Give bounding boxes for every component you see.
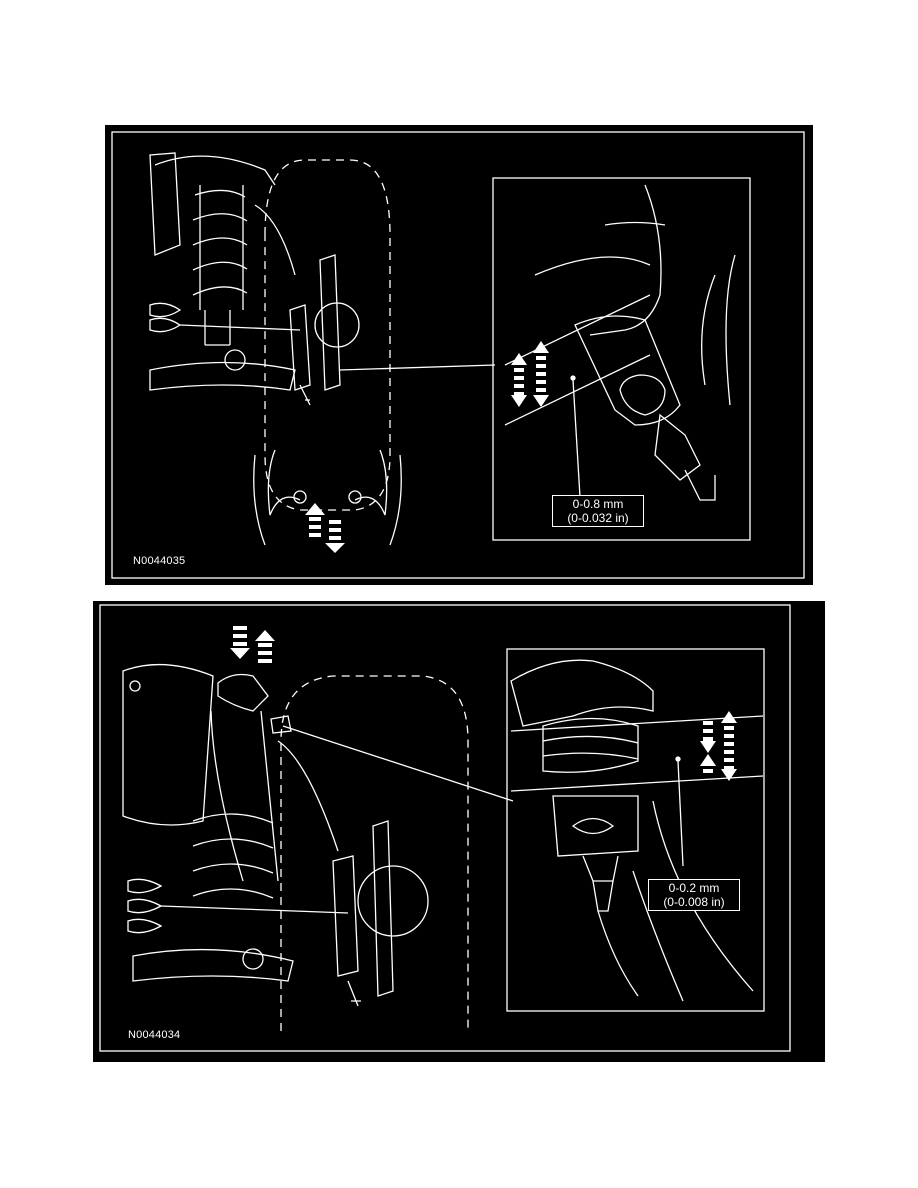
clearance-imperial: (0-0.008 in) xyxy=(663,895,725,909)
spindle xyxy=(589,184,662,336)
figure-frame xyxy=(111,131,805,579)
hand-icon xyxy=(210,673,279,882)
upper-ball-joint-illustration xyxy=(99,604,791,1052)
ball-joint-boot xyxy=(542,717,639,773)
gap-line-top xyxy=(510,715,764,732)
gap-line-bottom xyxy=(510,775,764,792)
hands-icon xyxy=(253,449,402,546)
hand-movement-arrows-icon xyxy=(305,503,345,553)
figure-code: N0044035 xyxy=(133,555,186,567)
lower-arm xyxy=(132,948,294,982)
brake-rotor xyxy=(319,254,341,391)
detail-inset-frame xyxy=(492,177,751,541)
movement-arrows-icon xyxy=(511,341,549,407)
clearance-callout: 0-0.2 mm (0-0.008 in) xyxy=(648,879,740,911)
frame-rail xyxy=(122,663,214,826)
tire-outline xyxy=(280,675,469,1031)
frame-rail xyxy=(149,152,181,256)
coil-spring xyxy=(192,185,248,310)
callout-leader xyxy=(677,760,684,867)
figure-lower-ball-joint: 0-0.8 mm (0-0.032 in) N0044035 xyxy=(105,125,813,585)
ball-joint-nut xyxy=(654,413,701,481)
coil-spring xyxy=(192,813,274,899)
clearance-metric: 0-0.8 mm xyxy=(572,497,624,511)
figure-frame xyxy=(99,604,791,1052)
tire-outline xyxy=(264,159,391,511)
ball-joint-body xyxy=(552,795,639,857)
clearance-callout: 0-0.8 mm (0-0.032 in) xyxy=(552,495,644,527)
figure-upper-ball-joint: 0-0.2 mm (0-0.008 in) N0044034 xyxy=(93,601,825,1062)
leader-line xyxy=(339,364,496,371)
leader-line xyxy=(282,725,514,802)
lower-arm xyxy=(149,361,296,391)
callout-leader xyxy=(572,379,581,498)
gap-line-bottom xyxy=(504,354,651,426)
clearance-metric: 0-0.2 mm xyxy=(668,881,720,895)
ball-joint-nut xyxy=(582,855,619,882)
lower-ball-joint-illustration xyxy=(111,131,805,579)
clearance-imperial: (0-0.032 in) xyxy=(567,511,629,525)
detail-inset-frame xyxy=(506,648,765,1012)
upper-arm xyxy=(510,659,654,727)
hand-movement-arrows-icon xyxy=(230,626,275,663)
brake-rotor xyxy=(372,820,394,997)
figure-code: N0044034 xyxy=(128,1029,181,1041)
ball-joint xyxy=(574,315,681,426)
movement-arrows-icon xyxy=(700,711,737,781)
